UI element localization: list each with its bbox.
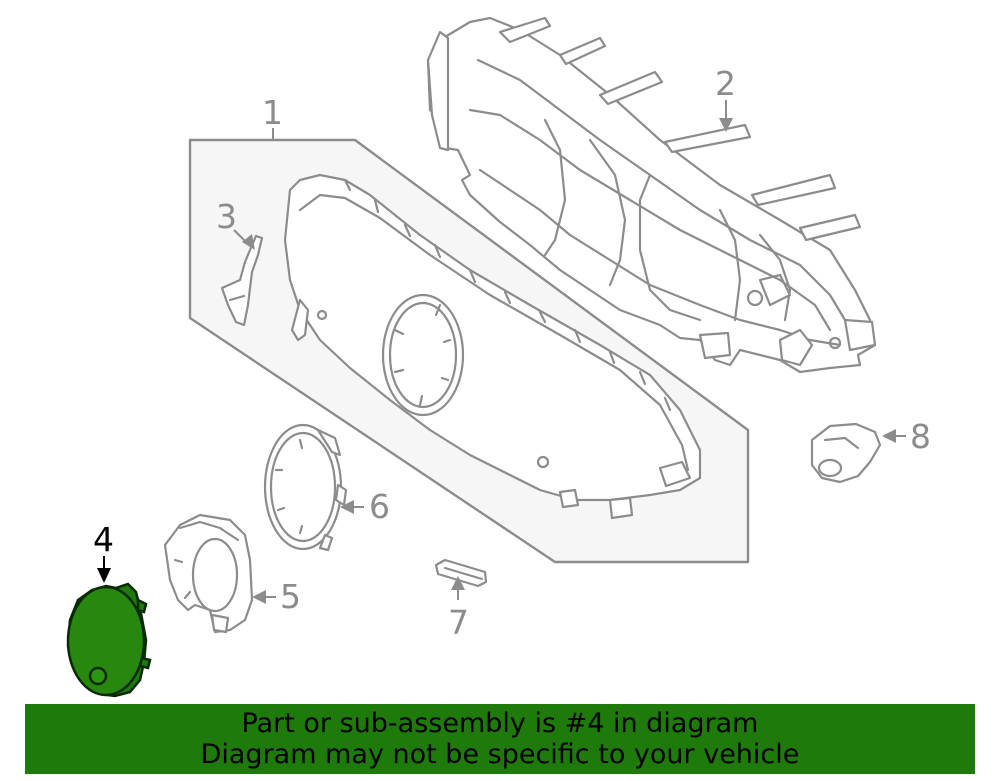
callout-3: 3 — [216, 197, 237, 236]
part-4-emblem-highlighted[interactable] — [66, 582, 152, 698]
part-7-clip[interactable] — [434, 558, 488, 588]
part-2-grille-frame[interactable] — [426, 16, 877, 374]
arrowhead-2 — [719, 118, 733, 132]
part-6-emblem-ring[interactable] — [263, 423, 348, 552]
callout-8: 8 — [910, 417, 931, 456]
part-3-bracket[interactable] — [220, 234, 264, 327]
arrowhead-8 — [882, 429, 896, 443]
callout-5: 5 — [280, 577, 301, 616]
banner-line-1: Part or sub-assembly is #4 in diagram — [241, 708, 759, 739]
part-8-sensor[interactable] — [810, 422, 882, 484]
part-1-grille-panel[interactable] — [188, 138, 750, 564]
callout-4: 4 — [93, 520, 114, 559]
callout-1: 1 — [262, 93, 283, 132]
arrowhead-3 — [242, 234, 255, 250]
callout-7: 7 — [448, 603, 469, 642]
notice-banner: Part or sub-assembly is #4 in diagram Di… — [25, 704, 975, 774]
banner-line-2: Diagram may not be specific to your vehi… — [200, 739, 800, 770]
arrowhead-6 — [340, 500, 354, 514]
arrowhead-4 — [97, 568, 111, 583]
arrowhead-5 — [252, 590, 266, 604]
callout-6: 6 — [369, 487, 390, 526]
arrowhead-7 — [451, 576, 465, 590]
part-5-emblem-housing[interactable] — [163, 513, 254, 634]
callout-2: 2 — [715, 64, 736, 103]
